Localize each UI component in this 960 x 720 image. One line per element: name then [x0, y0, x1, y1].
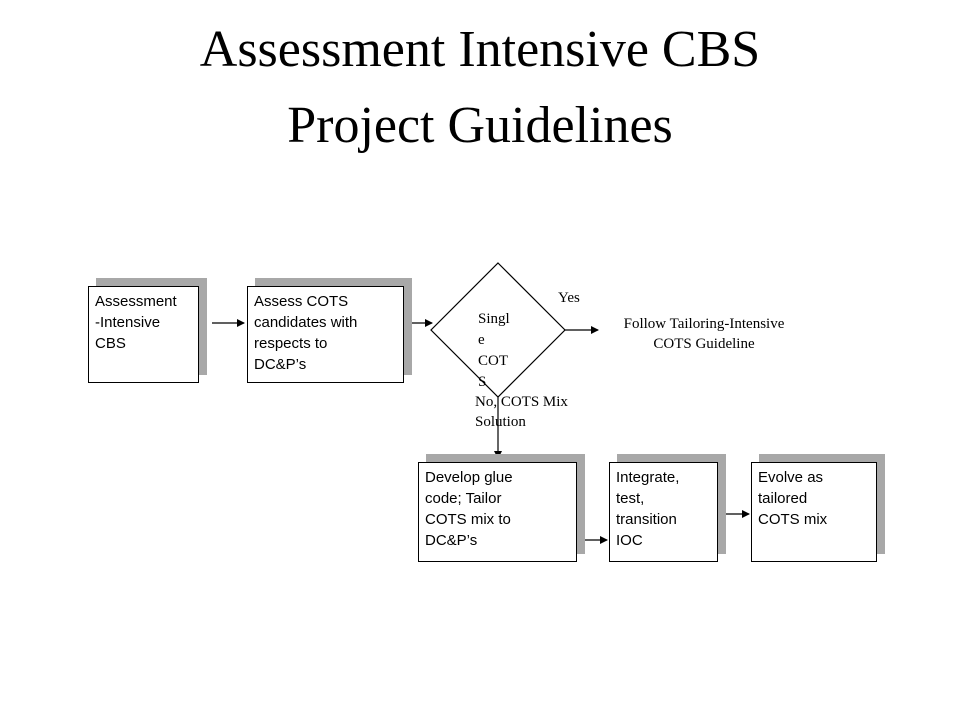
step-integrate-test-transition: Integrate, test, transition IOC	[609, 462, 718, 562]
slide-title-line-2: Project Guidelines	[287, 97, 673, 154]
step-develop-glue-code: Develop glue code; Tailor COTS mix to DC…	[418, 462, 577, 562]
step-evolve-tailored-cots: Evolve as tailored COTS mix	[751, 462, 877, 562]
slide-title-line-1: Assessment Intensive CBS	[199, 21, 761, 78]
outcome-tailoring-guideline: Follow Tailoring-Intensive COTS Guidelin…	[623, 316, 785, 352]
decision-label: Singl e COT S	[478, 311, 510, 390]
decision-no-label: No, COTS Mix Solution	[475, 394, 568, 430]
step-assessment-intensive-cbs: Assessment -Intensive CBS	[88, 286, 199, 383]
decision-yes-label: Yes	[558, 290, 580, 306]
step-assess-cots-candidates: Assess COTS candidates with respects to …	[247, 286, 404, 383]
